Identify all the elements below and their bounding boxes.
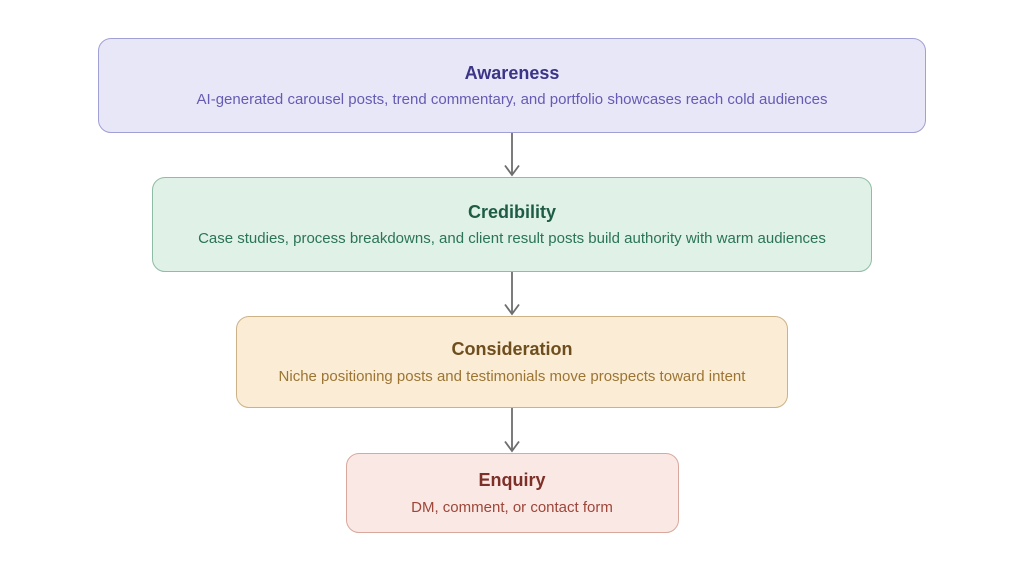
stage-awareness: Awareness AI-generated carousel posts, t… — [98, 38, 926, 133]
stage-enquiry-description: DM, comment, or contact form — [411, 498, 613, 516]
stage-credibility-description: Case studies, process breakdowns, and cl… — [198, 230, 826, 247]
down-arrow-icon — [504, 133, 520, 177]
stage-consideration-title: Consideration — [451, 339, 573, 359]
stage-enquiry: Enquiry DM, comment, or contact form — [345, 453, 679, 533]
down-arrow-icon — [504, 408, 520, 453]
stage-consideration: Consideration Niche positioning posts an… — [236, 316, 788, 408]
stage-awareness-description: AI-generated carousel posts, trend comme… — [196, 91, 828, 108]
stage-credibility: Credibility Case studies, process breakd… — [152, 177, 872, 272]
stage-enquiry-title: Enquiry — [478, 470, 546, 490]
stage-credibility-title: Credibility — [467, 201, 556, 222]
stage-consideration-description: Niche positioning posts and testimonials… — [278, 367, 746, 385]
down-arrow-icon — [504, 272, 520, 316]
stage-awareness-title: Awareness — [464, 62, 560, 83]
